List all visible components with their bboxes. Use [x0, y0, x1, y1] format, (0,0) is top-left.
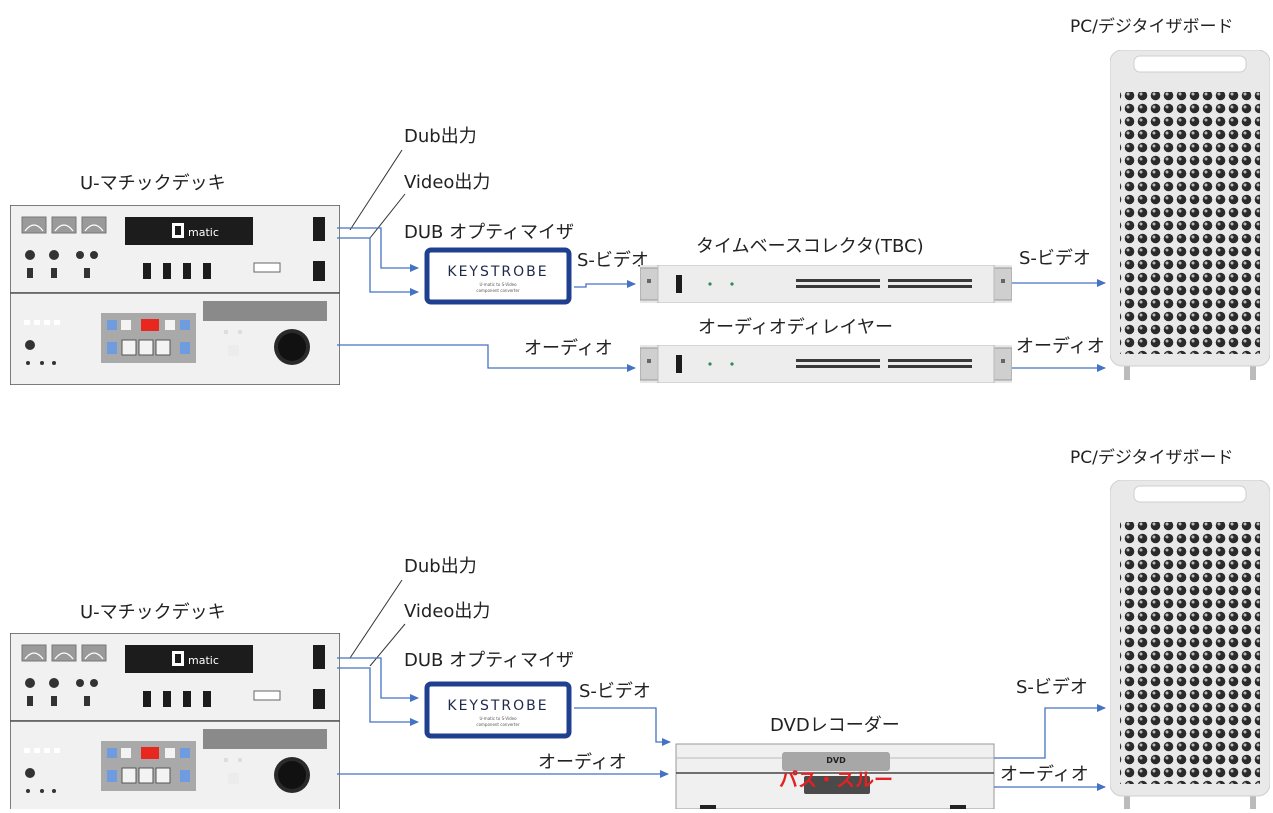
top-video-out-label: Video出力	[404, 172, 490, 193]
bottom-dvd-label: DVDレコーダー	[770, 715, 900, 736]
top-tbc-label: タイムベースコレクタ(TBC)	[696, 236, 924, 257]
top-tbc-device	[640, 265, 1012, 303]
bottom-audio-label-1: オーディオ	[538, 752, 627, 773]
bottom-optimizer-label: DUB オプティマイザ	[404, 650, 574, 671]
top-umatic-deck	[10, 205, 340, 385]
top-keystrobe-sub2: component converter	[476, 288, 520, 293]
bottom-dub-out-label: Dub出力	[404, 556, 477, 577]
top-audio-label-1: オーディオ	[524, 338, 613, 359]
bottom-diagram: U-マチックデッキ Dub出力 Video出力 DUB オプティマイザ KEYS…	[10, 447, 1270, 813]
top-keystrobe-box: KEYSTROBE U-matic to S-Video component c…	[424, 247, 572, 305]
top-audio-label-2: オーディオ	[1016, 336, 1105, 357]
top-audio-delay-device	[640, 345, 1012, 383]
top-diagram: U-マチックデッキ Dub出力 Video出力 DUB オプティマイザ KEYS…	[10, 16, 1270, 385]
bottom-svideo-label-2: S-ビデオ	[1016, 677, 1088, 698]
bottom-keystrobe-sub2: component converter	[476, 722, 520, 727]
top-audio-delay-label: オーディオディレイヤー	[698, 317, 893, 338]
bottom-umatic-deck	[10, 633, 340, 813]
top-keystrobe-title: KEYSTROBE	[447, 264, 548, 280]
top-svideo-label-1: S-ビデオ	[577, 250, 649, 271]
top-svideo-label-2: S-ビデオ	[1019, 248, 1091, 269]
bottom-video-out-label: Video出力	[404, 601, 490, 622]
top-dub-out-label: Dub出力	[404, 126, 477, 147]
passthrough-label: パス・スルー	[779, 769, 893, 791]
bottom-deck-label: U-マチックデッキ	[80, 602, 226, 623]
dvd-logo: DVD	[826, 756, 846, 765]
top-keystrobe-sub1: U-matic to S-Video	[479, 282, 517, 287]
bottom-keystrobe-sub1: U-matic to S-Video	[479, 716, 517, 721]
bottom-keystrobe-title: KEYSTROBE	[447, 698, 548, 714]
bottom-keystrobe-box: KEYSTROBE U-matic to S-Video component c…	[424, 681, 572, 739]
bottom-dvd-recorder: DVD パス・スルー	[675, 743, 995, 810]
top-deck-label: U-マチックデッキ	[80, 173, 226, 194]
bottom-pc-tower	[1110, 480, 1270, 810]
top-pc-tower	[1110, 50, 1270, 380]
top-optimizer-label: DUB オプティマイザ	[404, 222, 574, 243]
bottom-svideo-label-1: S-ビデオ	[579, 681, 651, 702]
top-pc-label: PC/デジタイザボード	[1070, 16, 1234, 37]
bottom-pc-label: PC/デジタイザボード	[1070, 447, 1234, 468]
bottom-audio-label-2: オーディオ	[1000, 764, 1089, 785]
